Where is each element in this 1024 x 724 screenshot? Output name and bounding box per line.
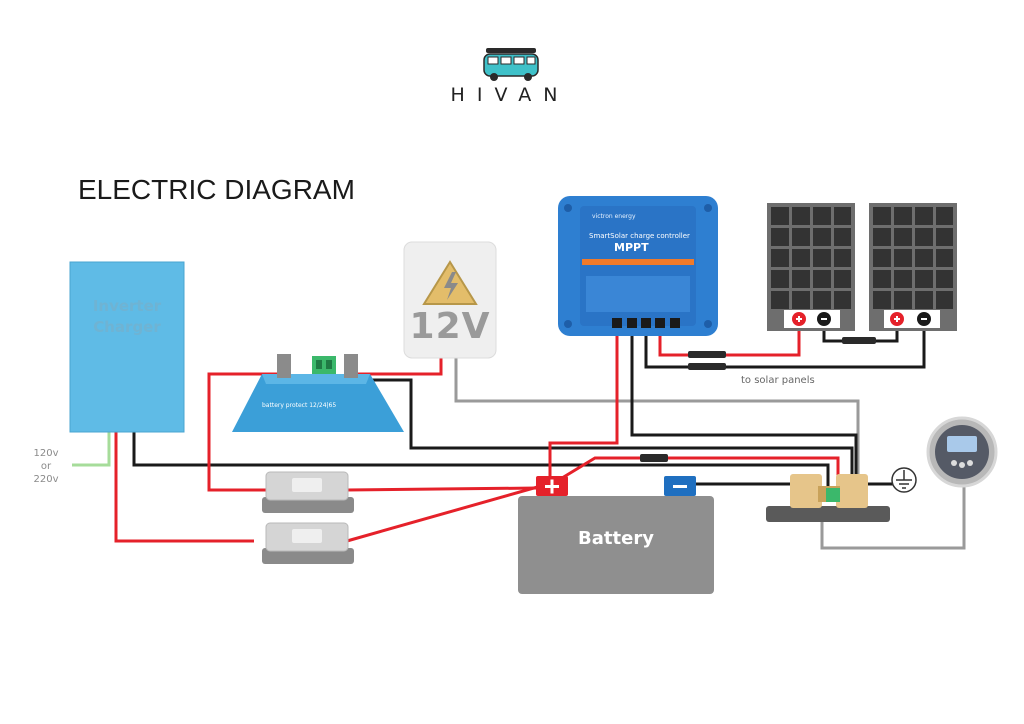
fuse-holder-1-base	[262, 497, 354, 513]
page-title: ELECTRIC DIAGRAM	[78, 174, 355, 205]
battery-protect-terminal-in	[277, 354, 291, 378]
battery-protect-connector-pin	[326, 360, 332, 369]
shunt-sense-wire	[561, 456, 840, 490]
mppt-info-panel	[586, 276, 690, 312]
ac-input-line1: 120v	[33, 448, 59, 459]
solar-panel-2-cells	[873, 207, 953, 309]
ac-input-label: 120v or 220v	[24, 447, 68, 486]
mppt-pv-positive-wire	[658, 328, 801, 357]
mppt-brand: victron energy	[592, 213, 636, 220]
battery	[518, 476, 714, 594]
fuse-holder-2-window	[292, 529, 322, 543]
inverter-label-line1: Inverter	[92, 297, 162, 315]
van-icon	[483, 48, 539, 81]
protect-negative-wire	[352, 378, 854, 490]
battery-protect	[232, 354, 404, 432]
mc4-connector-positive	[688, 351, 726, 358]
fuse1-to-battery-wire	[346, 486, 539, 492]
fuse-holder-1-window	[292, 478, 322, 492]
fuse-box-label: 12V	[409, 306, 491, 347]
solar-panel-1-cells	[771, 207, 851, 309]
mppt-model: MPPT	[614, 241, 649, 254]
shunt-base	[766, 506, 890, 522]
battery-protect-terminal-out	[344, 354, 358, 378]
shunt-module	[826, 488, 840, 502]
mppt-terminal	[612, 318, 622, 328]
fuse-box	[403, 241, 497, 359]
ac-input-line2: or	[40, 461, 52, 472]
positive-wires	[114, 328, 840, 543]
protect-out-wire	[350, 358, 443, 376]
mppt-controller	[558, 196, 718, 336]
negative-wires	[132, 328, 926, 490]
ac-input-line3: 220v	[33, 474, 59, 485]
mc4-connector-negative	[688, 363, 726, 370]
battery-monitor-button	[967, 460, 973, 466]
battery-monitor	[926, 416, 998, 488]
lightning-icon	[444, 272, 458, 300]
solar-panel-2	[869, 203, 957, 331]
ground-icon	[891, 467, 917, 493]
inverter-negative-wire	[132, 432, 830, 490]
ac-wire	[72, 432, 111, 467]
mppt-terminal	[655, 318, 665, 328]
battery-protect-body	[232, 374, 404, 432]
fuse2-to-battery-wire	[346, 482, 549, 543]
inline-fuse	[640, 454, 668, 462]
inverter-label-line2: Charger	[93, 318, 161, 336]
protect-positive-wire	[207, 372, 284, 492]
solar-panels-note: to solar panels	[741, 375, 815, 386]
mc4-connectors	[640, 337, 876, 462]
shunt-block-left	[790, 474, 822, 508]
battery-protect-label: battery protect 12/24|65	[262, 402, 337, 409]
mppt-orange-band	[582, 259, 694, 265]
mppt-terminal	[641, 318, 651, 328]
mppt-terminal	[627, 318, 637, 328]
battery-protect-connector	[312, 356, 336, 374]
monitor-signal-wire	[820, 481, 966, 550]
mppt-screw	[704, 204, 712, 212]
mppt-pv-negative-wire	[644, 328, 926, 369]
inverter-positive-wire	[114, 432, 254, 543]
shunt	[766, 474, 890, 522]
mppt-negative-wire	[630, 330, 858, 490]
battery-monitor-screen	[947, 436, 977, 452]
fuse-holder-2-base	[262, 548, 354, 564]
battery-protect-connector-pin	[316, 360, 322, 369]
battery-body	[518, 496, 714, 594]
mppt-positive-wire	[548, 330, 619, 476]
shunt-block-right	[836, 474, 868, 508]
fuse-holder-1	[262, 471, 354, 513]
battery-label: Battery	[578, 528, 654, 549]
brand-name: HIVAN	[450, 84, 570, 106]
ac-input-wire	[72, 432, 111, 467]
inverter-label: Inverter Charger	[74, 296, 180, 338]
battery-monitor-button	[959, 462, 965, 468]
mc4-connector-panel-link	[842, 337, 876, 344]
solar-panel-1	[767, 203, 855, 331]
inverter-charger	[69, 261, 185, 433]
fuse-holder-2	[262, 522, 354, 564]
mppt-screw	[564, 320, 572, 328]
mppt-screw	[564, 204, 572, 212]
signal-wires	[454, 358, 966, 550]
battery-monitor-button	[951, 460, 957, 466]
mppt-screw	[704, 320, 712, 328]
mppt-terminal	[670, 318, 680, 328]
mppt-subtitle: SmartSolar charge controller	[589, 232, 690, 240]
fuse-box-signal-wire	[454, 358, 860, 478]
